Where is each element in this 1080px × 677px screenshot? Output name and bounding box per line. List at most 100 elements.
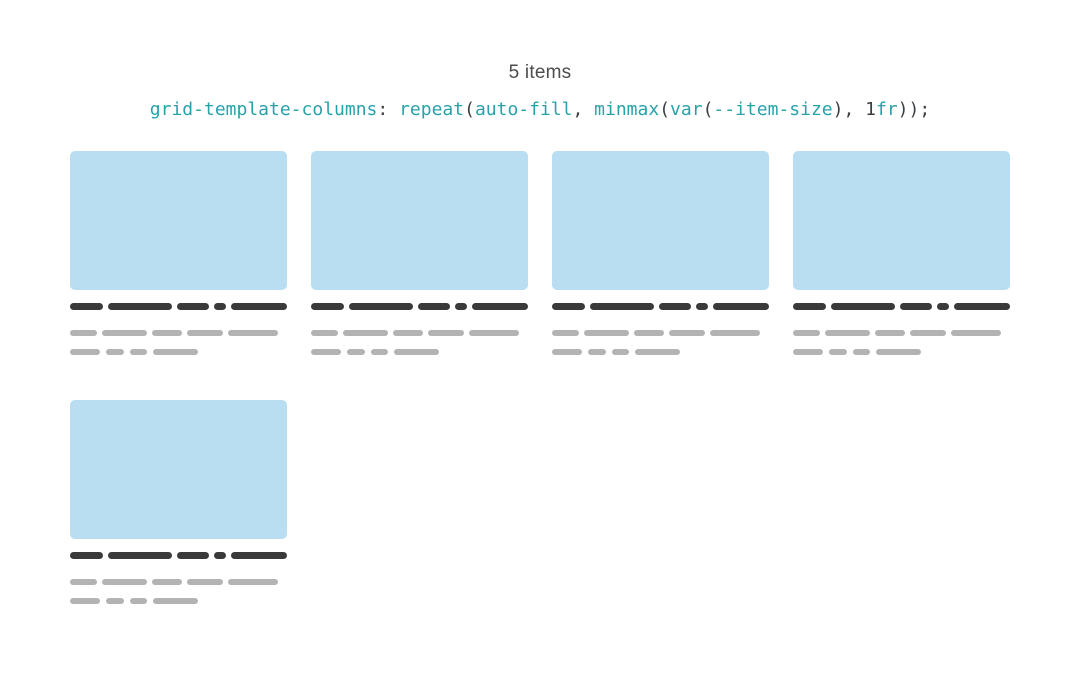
- skeleton-dash: [469, 330, 519, 336]
- skeleton-dash: [153, 349, 198, 355]
- skeleton-dash: [152, 330, 182, 336]
- skeleton-dash: [214, 552, 226, 559]
- code-token: (: [659, 99, 671, 120]
- image-placeholder: [552, 151, 769, 290]
- cards-grid: [70, 151, 1010, 604]
- code-token: repeat: [399, 99, 465, 120]
- skeleton-dash: [455, 303, 467, 310]
- skeleton-dash: [177, 552, 209, 559]
- skeleton-dash: [228, 330, 278, 336]
- grid-item-card: [552, 151, 769, 355]
- skeleton-dash: [187, 330, 223, 336]
- text-skeleton-row: [793, 349, 1010, 355]
- code-token: :: [377, 99, 400, 120]
- text-skeleton-row: [311, 330, 528, 336]
- skeleton-dash: [552, 349, 582, 355]
- code-token: 1: [865, 99, 876, 120]
- skeleton-dash: [231, 552, 287, 559]
- skeleton-dash: [428, 330, 464, 336]
- image-placeholder: [311, 151, 528, 290]
- skeleton-dash: [831, 303, 895, 310]
- code-token: var: [670, 99, 703, 120]
- skeleton-dash: [393, 330, 423, 336]
- text-skeleton-row: [70, 598, 287, 604]
- skeleton-dash: [153, 598, 198, 604]
- skeleton-dash: [371, 349, 388, 355]
- skeleton-dash: [311, 349, 341, 355]
- skeleton-dash: [394, 349, 439, 355]
- code-token: fr: [875, 99, 898, 120]
- skeleton-dash: [853, 349, 870, 355]
- skeleton-dash: [696, 303, 708, 310]
- skeleton-dash: [70, 579, 97, 585]
- skeleton-dash: [634, 330, 664, 336]
- code-token: ,: [572, 99, 595, 120]
- code-token: minmax: [594, 99, 660, 120]
- title-skeleton-row: [552, 303, 769, 310]
- code-token: (: [702, 99, 714, 120]
- skeleton-dash: [102, 330, 147, 336]
- grid-item-card: [70, 400, 287, 604]
- skeleton-dash: [70, 552, 103, 559]
- skeleton-dash: [825, 330, 870, 336]
- skeleton-dash: [900, 303, 932, 310]
- skeleton-dash: [187, 579, 223, 585]
- skeleton-dash: [130, 349, 147, 355]
- skeleton-dash: [70, 330, 97, 336]
- skeleton-dash: [472, 303, 528, 310]
- skeleton-dash: [793, 330, 820, 336]
- image-placeholder: [70, 400, 287, 539]
- skeleton-dash: [552, 303, 585, 310]
- grid-item-card: [311, 151, 528, 355]
- skeleton-dash: [793, 303, 826, 310]
- skeleton-dash: [659, 303, 691, 310]
- grid-item-card: [70, 151, 287, 355]
- code-token: (: [464, 99, 475, 120]
- grid-item-card: [793, 151, 1010, 355]
- text-skeleton-row: [793, 330, 1010, 336]
- css-code-line: grid-template-columns: repeat(auto-fill,…: [0, 99, 1080, 120]
- skeleton-dash: [669, 330, 705, 336]
- skeleton-dash: [635, 349, 680, 355]
- text-skeleton-row: [70, 330, 287, 336]
- skeleton-dash: [349, 303, 413, 310]
- skeleton-dash: [343, 330, 388, 336]
- skeleton-dash: [106, 598, 124, 604]
- skeleton-dash: [910, 330, 946, 336]
- skeleton-dash: [588, 349, 606, 355]
- title-skeleton-row: [793, 303, 1010, 310]
- skeleton-dash: [713, 303, 769, 310]
- code-token: auto-fill: [474, 99, 573, 120]
- skeleton-dash: [231, 303, 287, 310]
- skeleton-dash: [954, 303, 1010, 310]
- skeleton-dash: [108, 303, 172, 310]
- title-skeleton-row: [70, 552, 287, 559]
- text-skeleton-row: [552, 330, 769, 336]
- skeleton-dash: [590, 303, 654, 310]
- code-token: ));: [897, 99, 931, 120]
- skeleton-dash: [70, 303, 103, 310]
- code-token: ),: [832, 99, 866, 120]
- skeleton-dash: [347, 349, 365, 355]
- skeleton-dash: [584, 330, 629, 336]
- image-placeholder: [70, 151, 287, 290]
- code-token: grid-template-columns: [149, 99, 378, 120]
- skeleton-dash: [152, 579, 182, 585]
- item-count-label: 5 items: [508, 62, 572, 83]
- skeleton-dash: [552, 330, 579, 336]
- skeleton-dash: [311, 303, 344, 310]
- text-skeleton-row: [311, 349, 528, 355]
- image-placeholder: [793, 151, 1010, 290]
- skeleton-dash: [418, 303, 450, 310]
- text-skeleton-row: [70, 579, 287, 585]
- skeleton-dash: [106, 349, 124, 355]
- skeleton-dash: [875, 330, 905, 336]
- skeleton-dash: [228, 579, 278, 585]
- skeleton-dash: [102, 579, 147, 585]
- skeleton-dash: [70, 349, 100, 355]
- text-skeleton-row: [552, 349, 769, 355]
- skeleton-dash: [951, 330, 1001, 336]
- skeleton-dash: [108, 552, 172, 559]
- skeleton-dash: [311, 330, 338, 336]
- skeleton-dash: [793, 349, 823, 355]
